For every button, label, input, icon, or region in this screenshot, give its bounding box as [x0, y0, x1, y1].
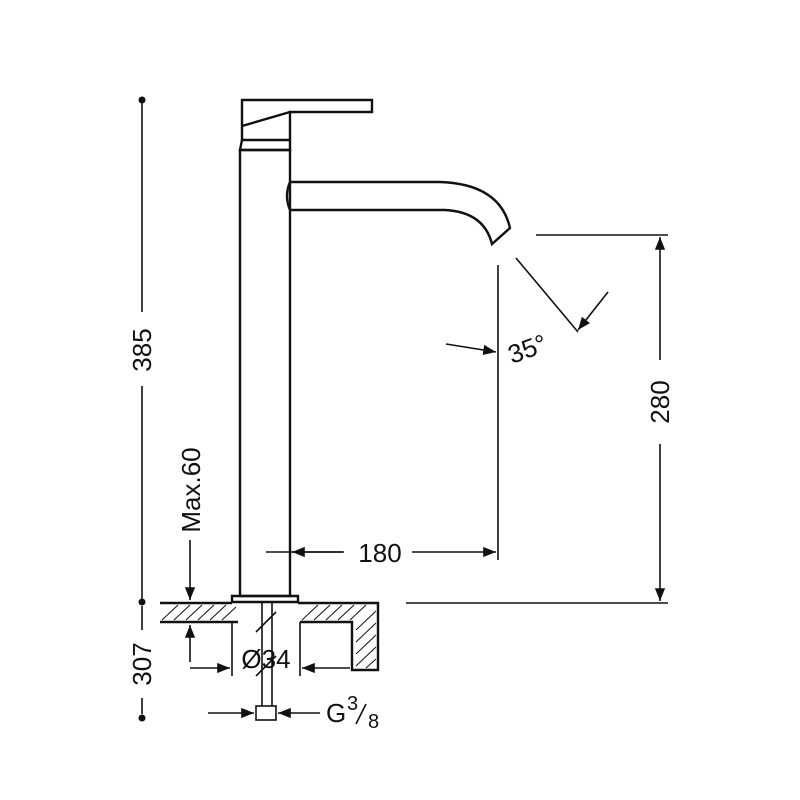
- connection-thread-label: G 3 8: [326, 693, 379, 733]
- connection-g-label: G: [326, 698, 346, 728]
- dimension-angle: 35°: [445, 257, 609, 370]
- dimension-180-label: 180: [358, 538, 401, 568]
- dimension-reach: 180: [266, 265, 499, 568]
- dimension-diameter-label: Ø34: [241, 644, 290, 674]
- dimension-385-label: 385: [127, 328, 157, 371]
- svg-text:G: G: [326, 698, 346, 728]
- dimension-total-height: 385: [127, 96, 157, 606]
- dimension-307-label: 307: [127, 642, 157, 685]
- supply-connection: [208, 602, 320, 721]
- dimension-max60-label: Max.60: [176, 447, 206, 532]
- dimension-max-thickness: Max.60: [176, 447, 206, 662]
- dimension-spout-height: 280: [406, 234, 675, 604]
- dimension-base-height: 307: [127, 606, 157, 722]
- counter-section: [160, 601, 380, 672]
- dimension-diameter: Ø34: [190, 622, 350, 676]
- connection-numerator: 3: [347, 693, 358, 715]
- faucet-outline: [230, 98, 512, 604]
- dimension-280-label: 280: [645, 380, 675, 423]
- dimension-35-label: 35°: [504, 328, 551, 370]
- connection-denominator: 8: [368, 711, 379, 733]
